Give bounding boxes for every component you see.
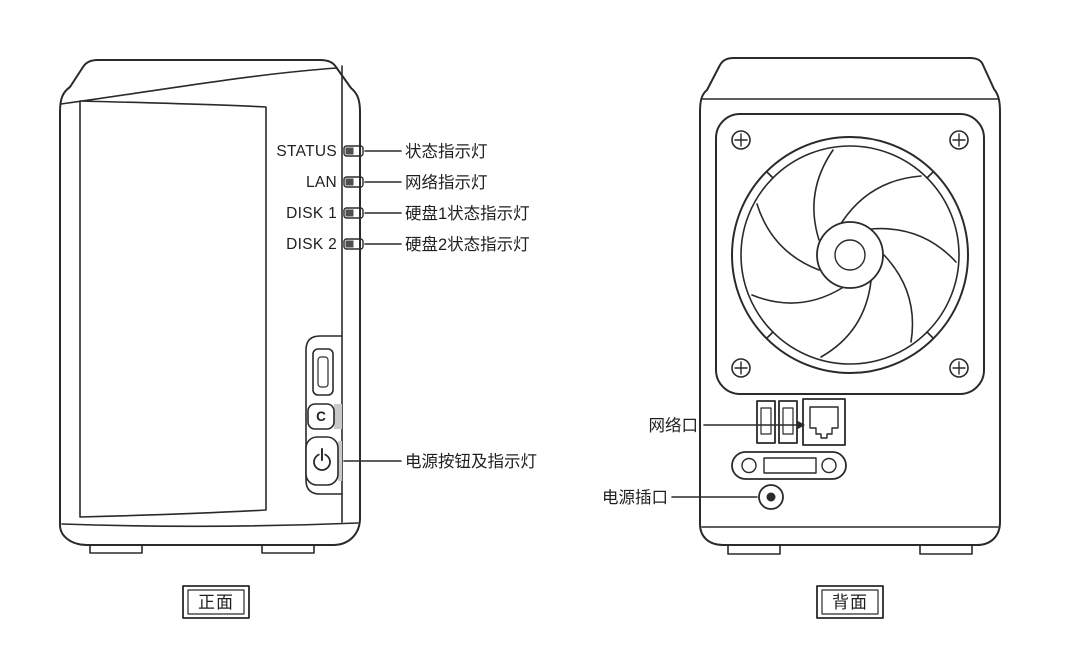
fan-outer-ring <box>731 136 969 374</box>
led-label-status: STATUS <box>276 143 337 160</box>
front-button-recess <box>305 335 343 495</box>
power-button-shade <box>338 441 342 481</box>
led-label-disk2: DISK 2 <box>286 236 337 253</box>
rear-usb-port <box>756 400 776 444</box>
rj45-jack-icon <box>809 406 839 439</box>
status-led-window <box>345 147 354 155</box>
bracket-hole-right <box>821 457 837 474</box>
front-caption-label: 正面 <box>198 593 234 612</box>
screw-icon <box>949 358 969 378</box>
led-row-disk1: DISK 1 硬盘1状态指示灯 <box>286 204 530 223</box>
back-caption-inner-box <box>821 589 879 615</box>
screw-icon <box>731 130 751 150</box>
power-icon <box>313 448 331 471</box>
callout-disk1: 硬盘1状态指示灯 <box>405 204 530 223</box>
power-button: 电源按钮及指示灯 <box>305 436 537 486</box>
fan-inner-ring <box>740 145 960 365</box>
lan-led-window <box>345 178 354 186</box>
front-led-rows: STATUS 状态指示灯 LAN 网络指示灯 DISK 1 硬盘1状态指示 <box>276 142 529 254</box>
callout-disk2: 硬盘2状态指示灯 <box>405 235 530 254</box>
bracket-hole-left <box>741 457 757 474</box>
callout-status: 状态指示灯 <box>405 142 488 161</box>
led-label-disk1: DISK 1 <box>286 205 337 222</box>
rear-ports: 网络口 <box>649 398 846 446</box>
screw-icon <box>949 130 969 150</box>
disk2-led-icon <box>343 238 364 250</box>
copy-button-outline <box>307 403 335 430</box>
callout-lan: 网络指示灯 <box>405 173 488 192</box>
front-caption: 正面 <box>182 585 250 619</box>
arrow-icon <box>797 420 805 430</box>
front-door-panel <box>79 100 267 518</box>
front-caption-inner-box <box>187 589 245 615</box>
led-row-status: STATUS 状态指示灯 <box>276 142 487 161</box>
fan-screws <box>731 130 969 378</box>
copy-button-shade <box>334 404 342 429</box>
disk2-led-window <box>345 240 354 248</box>
bracket-slot <box>763 457 817 474</box>
front-top-seam <box>60 67 338 105</box>
lan-led-icon <box>343 176 364 188</box>
front-view: STATUS 状态指示灯 LAN 网络指示灯 DISK 1 硬盘1状态指示 <box>59 59 537 619</box>
usb-port-outline <box>312 348 334 396</box>
fan <box>731 136 969 374</box>
back-caption: 背面 <box>816 585 884 619</box>
callout-network: 网络口 <box>649 416 699 435</box>
status-led-icon <box>343 145 364 157</box>
usb-port-slot <box>317 356 329 388</box>
back-caption-label: 背面 <box>832 593 868 612</box>
screw-icon <box>731 358 751 378</box>
led-row-disk2: DISK 2 硬盘2状态指示灯 <box>286 235 530 254</box>
disk1-led-window <box>345 209 354 217</box>
fan-hub <box>816 221 884 289</box>
copy-button: C <box>307 403 342 430</box>
power-inlet: 电源插口 <box>602 484 784 510</box>
callout-power-button: 电源按钮及指示灯 <box>405 452 537 471</box>
back-view: 网络口 电源插口 背面 <box>602 57 1001 619</box>
fan-blades <box>751 149 957 358</box>
ethernet-port <box>802 398 846 446</box>
copy-button-label: C <box>316 409 326 424</box>
callout-power-inlet: 电源插口 <box>602 488 668 507</box>
power-jack-pin <box>766 492 776 502</box>
fan-hub-center <box>834 239 866 271</box>
fan-ring-ticks <box>766 171 934 339</box>
front-bottom-seam <box>61 522 359 528</box>
front-usb-port <box>312 348 334 396</box>
bracket-plate <box>731 451 847 480</box>
led-row-lan: LAN 网络指示灯 <box>306 173 488 192</box>
led-label-lan: LAN <box>306 174 337 191</box>
disk1-led-icon <box>343 207 364 219</box>
